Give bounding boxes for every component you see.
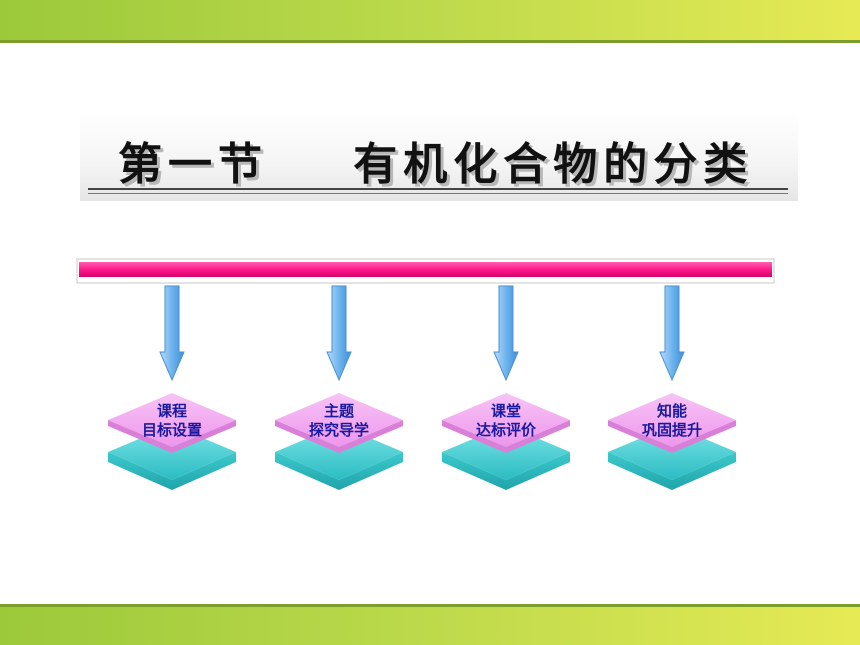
platform-top-diamond [442,393,570,447]
node-platform-2 [275,393,403,490]
platform-base-side [442,452,570,490]
node-label-2[interactable]: 主题探究导学 [274,402,404,440]
platform-base-side [608,452,736,490]
node-label-line2: 探究导学 [308,421,369,439]
node-label-4[interactable]: 知能巩固提升 [607,402,737,440]
top-decor-band [0,0,860,43]
node-platform-3 [442,393,570,490]
node-label-line1: 知能 [656,402,687,420]
bottom-decor-band [0,604,860,645]
node-label-line1: 课堂 [490,402,521,420]
title-box [80,113,798,201]
platform-top-side [275,420,403,453]
node-label-line2: 达标评价 [475,421,536,439]
node-label-line2: 目标设置 [141,421,202,439]
down-arrow-2 [326,285,352,382]
timeline-bar [79,262,772,277]
platform-top-diamond [108,393,236,447]
platform-top-diamond [275,393,403,447]
platform-top-side [442,420,570,453]
down-arrow-4 [659,285,685,382]
node-label-line1: 课程 [156,402,187,420]
platform-base-side [275,452,403,490]
node-label-line1: 主题 [323,402,354,420]
down-arrow-3 [493,285,519,382]
title-underline-thin [88,193,788,194]
node-label-line2: 巩固提升 [641,421,702,439]
title-underline [88,188,788,190]
platform-base-side [108,452,236,490]
node-platform-1 [108,393,236,490]
platform-top-side [608,420,736,453]
slide-title: 第一节 有机化合物的分类 [118,139,754,190]
node-platform-4 [608,393,736,490]
platform-top-diamond [608,393,736,447]
down-arrow-1 [159,285,185,382]
platform-top-side [108,420,236,453]
node-label-3[interactable]: 课堂达标评价 [441,402,571,440]
node-label-1[interactable]: 课程目标设置 [107,402,237,440]
